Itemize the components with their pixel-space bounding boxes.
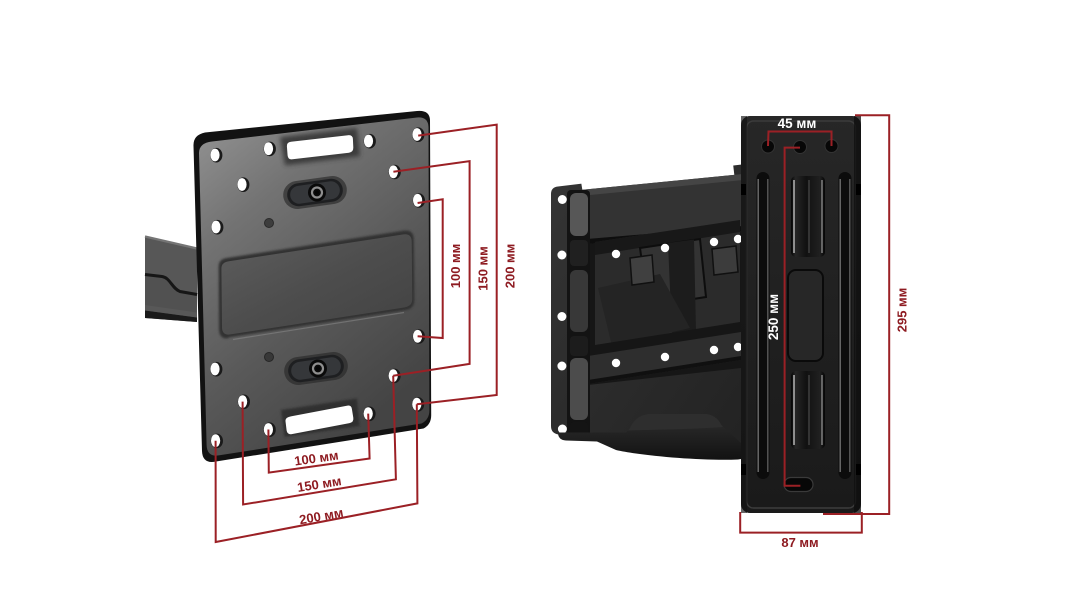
svg-text:100 мм: 100 мм: [448, 244, 463, 289]
svg-text:150 мм: 150 мм: [476, 246, 491, 291]
svg-text:100 мм: 100 мм: [293, 448, 339, 469]
svg-text:200 мм: 200 мм: [503, 244, 518, 289]
svg-text:295 мм: 295 мм: [895, 288, 910, 333]
svg-text:150 мм: 150 мм: [296, 473, 342, 495]
svg-text:250 мм: 250 мм: [766, 294, 781, 340]
svg-text:87 мм: 87 мм: [781, 535, 818, 550]
svg-text:45 мм: 45 мм: [778, 116, 817, 131]
